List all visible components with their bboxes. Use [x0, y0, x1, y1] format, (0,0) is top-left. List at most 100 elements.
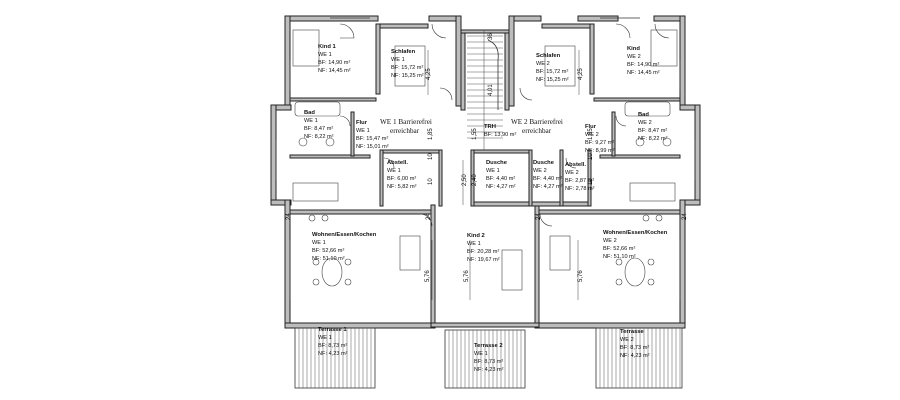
barrier-notes: WE 1 Barrierefrei erreichbar WE 2 Barrie…: [380, 118, 563, 135]
room-kind2-nf: NF: 19,67 m²: [467, 257, 500, 263]
dim-5-76-mid: 5,76: [464, 270, 470, 282]
room-abstell1-bf: BF: 6,00 m²: [387, 176, 416, 182]
room-bad2-we: WE 2: [638, 120, 652, 126]
room-abstell2-bf: BF: 2,87 m²: [565, 178, 594, 184]
dim-10-a: 10: [428, 153, 434, 160]
room-wohnen1-nf: NF: 51,10 m²: [312, 256, 345, 262]
room-flur1-bf: BF: 15,47 m²: [356, 136, 388, 142]
room-dusche2-name: Dusche: [533, 160, 555, 166]
room-kind1-nf: NF: 14,45 m²: [318, 68, 351, 74]
room-flur2-name: Flur: [585, 124, 597, 130]
room-abstell2-name: Abstell.: [565, 162, 586, 168]
room-dusche1-nf: NF: 4,27 m²: [486, 184, 516, 190]
room-kind2top-name: Kind: [627, 46, 640, 52]
room-bad2-name: Bad: [638, 112, 649, 118]
room-wohnen2-name: Wohnen/Essen/Kochen: [603, 230, 668, 236]
we1-barrier-note-2: erreichbar: [390, 127, 420, 135]
we2-barrier-note-2: erreichbar: [522, 127, 552, 135]
dim-1-85-left: 1,85: [428, 128, 434, 140]
room-abstell1-name: Abstell.: [387, 160, 408, 166]
terraces: [294, 327, 683, 389]
dim-10-b: 10: [428, 178, 434, 185]
room-dusche1-we: WE 1: [486, 168, 500, 174]
room-wohnen2-nf: NF: 51,10 m²: [603, 254, 636, 260]
doors: [339, 23, 670, 227]
room-bad1-name: Bad: [304, 110, 315, 116]
dim-24-c: 24: [286, 213, 292, 220]
room-abstell2-nf: NF: 2,78 m²: [565, 186, 595, 192]
dim-10-c: 10: [588, 153, 594, 160]
room-kind2top-nf: NF: 14,45 m²: [627, 70, 660, 76]
room-wohnen1-we: WE 1: [312, 240, 326, 246]
room-terrasse3-bf: BF: 8,73 m²: [620, 345, 649, 351]
room-dusche1-name: Dusche: [486, 160, 508, 166]
dim-24-b: 24: [536, 213, 542, 220]
room-kind2top-bf: BF: 14,90 m²: [627, 62, 659, 68]
room-terrasse2-name: Terrasse 2: [474, 343, 503, 349]
room-bad1-nf: NF: 8,22 m²: [304, 134, 334, 140]
dim-36: 36: [488, 33, 494, 40]
room-flur2-we: WE 2: [585, 132, 599, 138]
dim-4-01: 4,01: [488, 84, 494, 96]
dim-4-25-left: 4,25: [426, 68, 432, 80]
windows: [275, 17, 696, 300]
room-abstell1-nf: NF: 5,82 m²: [387, 184, 417, 190]
dim-5-76-left: 5,76: [425, 270, 431, 282]
staircase: [467, 35, 503, 139]
room-wohnen1-bf: BF: 52,66 m²: [312, 248, 344, 254]
room-schlafen1-bf: BF: 15,72 m²: [391, 65, 423, 71]
room-dusche2-we: WE 2: [533, 168, 547, 174]
room-terrasse1-bf: BF: 8,73 m²: [318, 343, 347, 349]
room-terrasse2-nf: NF: 4,23 m²: [474, 367, 504, 373]
room-terrasse3-nf: NF: 4,23 m²: [620, 353, 650, 359]
we1-barrier-note: WE 1 Barrierefrei: [380, 118, 432, 126]
room-schlafen2-name: Schlafen: [536, 53, 561, 59]
room-kind2-we: WE 1: [467, 241, 481, 247]
dim-2-40: 2,40: [472, 174, 478, 186]
dim-4-25-right: 4,25: [578, 68, 584, 80]
room-schlafen1-name: Schlafen: [391, 49, 416, 55]
dimension-labels: 36 4,01 1,55 2,50 2,40 4,25 4,25 1,85 1,…: [286, 33, 688, 282]
room-trh-name: TRH: [484, 124, 496, 130]
room-terrasse1-we: WE 1: [318, 335, 332, 341]
room-trh-bf: BF: 13,90 m²: [484, 132, 516, 138]
dimension-lines: [427, 30, 580, 300]
dim-24-a: 24: [426, 213, 432, 220]
dim-1-55: 1,55: [472, 128, 478, 140]
room-kind2top-we: WE 2: [627, 54, 641, 60]
room-schlafen2-nf: NF: 15,25 m²: [536, 77, 569, 83]
room-flur2-bf: BF: 9,27 m²: [585, 140, 614, 146]
room-wohnen2-we: WE 2: [603, 238, 617, 244]
room-kind1-bf: BF: 14,90 m²: [318, 60, 350, 66]
room-abstell2-we: WE 2: [565, 170, 579, 176]
room-schlafen1-nf: NF: 15,25 m²: [391, 73, 424, 79]
dim-5-76-right: 5,76: [578, 270, 584, 282]
room-kind1-we: WE 1: [318, 52, 332, 58]
room-terrasse3-name: Terrasse: [620, 329, 645, 335]
room-bad2-bf: BF: 8,47 m²: [638, 128, 667, 134]
room-schlafen1-we: WE 1: [391, 57, 405, 63]
room-kind2-name: Kind 2: [467, 233, 485, 239]
room-terrasse3-we: WE 2: [620, 337, 634, 343]
room-abstell1-we: WE 1: [387, 168, 401, 174]
room-kind2-bf: BF: 20,28 m²: [467, 249, 499, 255]
room-flur1-we: WE 1: [356, 128, 370, 134]
room-flur1-nf: NF: 15,01 m²: [356, 144, 389, 150]
dim-24-d: 24: [682, 213, 688, 220]
room-dusche2-nf: NF: 4,27 m²: [533, 184, 563, 190]
room-flur2-nf: NF: 8,99 m²: [585, 148, 615, 154]
room-dusche2-bf: BF: 4,40 m²: [533, 176, 562, 182]
room-terrasse1-nf: NF: 4,23 m²: [318, 351, 348, 357]
we2-barrier-note: WE 2 Barrierefrei: [511, 118, 563, 126]
furniture: [292, 29, 678, 291]
room-schlafen2-we: WE 2: [536, 61, 550, 67]
dim-1-85-right: 1,85: [588, 128, 594, 140]
room-kind1-name: Kind 1: [318, 44, 336, 50]
room-bad1-we: WE 1: [304, 118, 318, 124]
room-dusche1-bf: BF: 4,40 m²: [486, 176, 515, 182]
room-labels: Kind 1 WE 1 BF: 14,90 m² NF: 14,45 m² Schlaf…: [304, 44, 668, 373]
room-wohnen1-name: Wohnen/Essen/Kochen: [312, 232, 377, 238]
room-wohnen2-bf: BF: 52,66 m²: [603, 246, 635, 252]
room-bad2-nf: NF: 8,22 m²: [638, 136, 668, 142]
